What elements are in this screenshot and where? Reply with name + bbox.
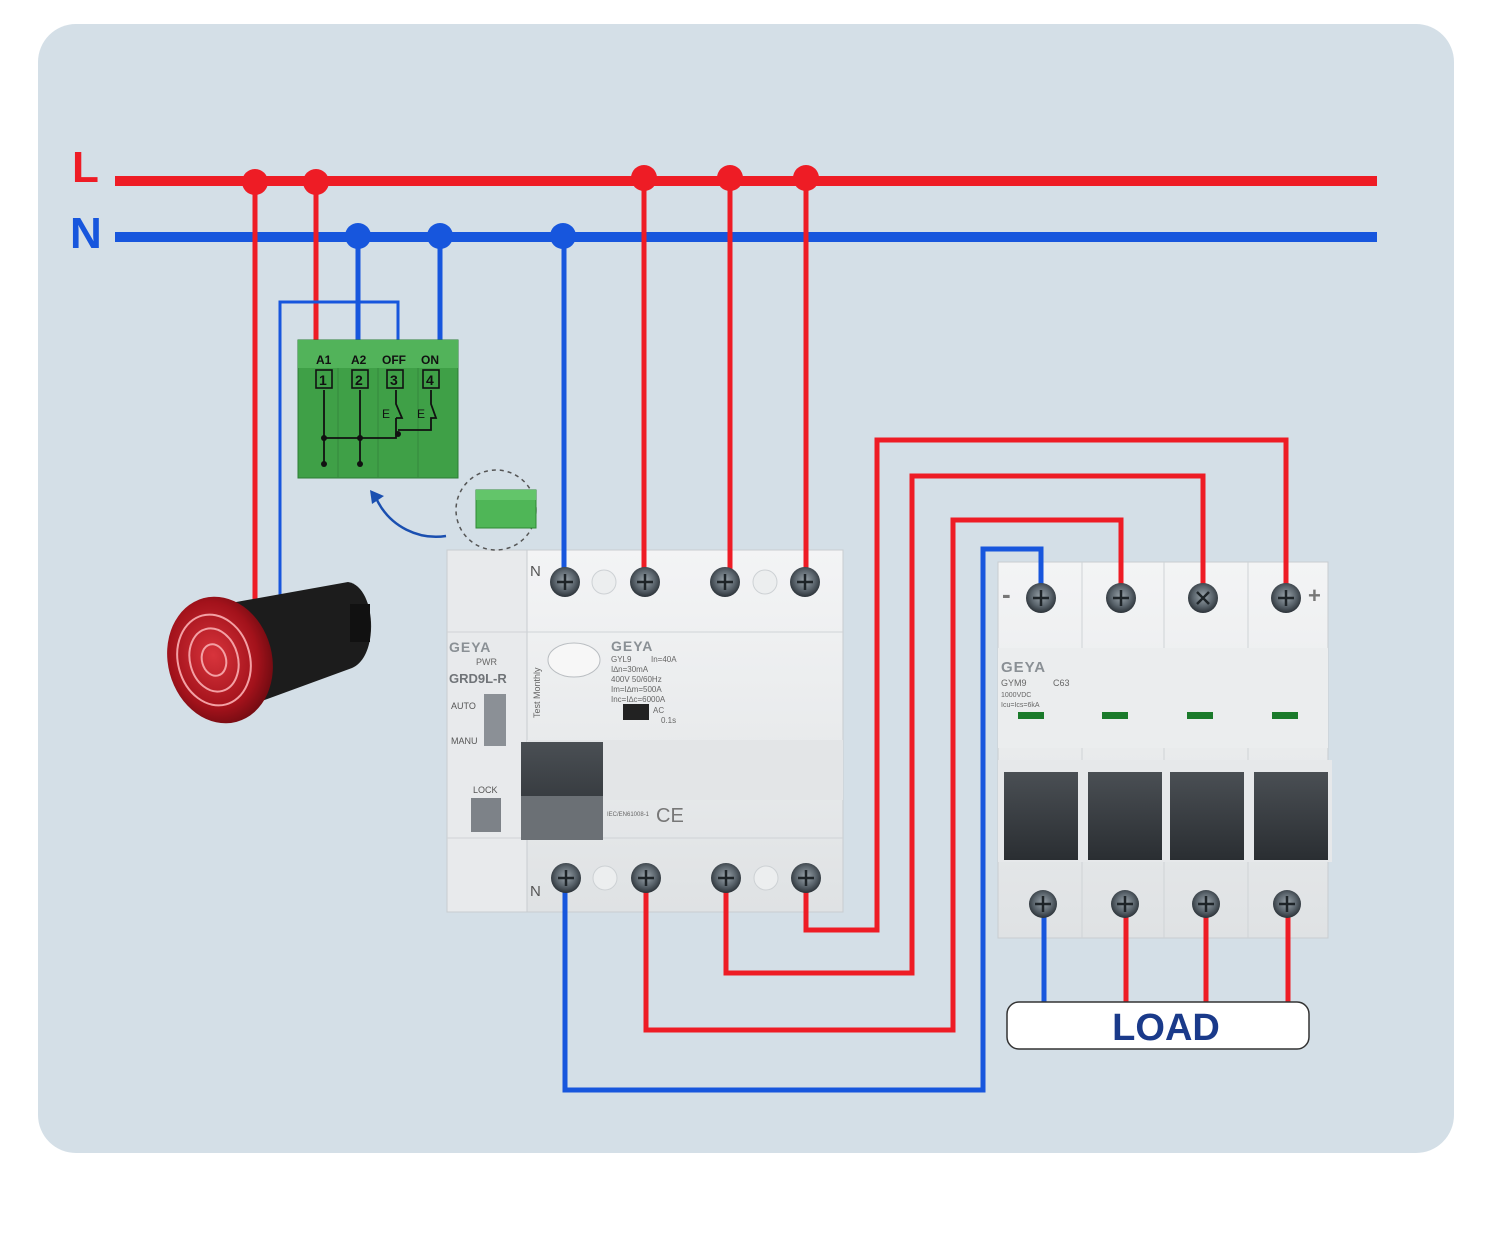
rcd-auto-label: AUTO (451, 701, 476, 711)
mcb-handle-4[interactable] (1254, 772, 1328, 860)
load-box (1006, 1001, 1310, 1050)
rcd-manu-label: MANU (451, 736, 478, 746)
rcd-spec-0: GYL9 (611, 655, 632, 664)
rcd-time-label: 0.1s (661, 716, 676, 725)
connector-plug (455, 469, 537, 551)
rcd-n-bottom-label: N (530, 883, 541, 900)
screw-terminal-icon (551, 863, 581, 893)
screw-terminal-icon (1188, 583, 1218, 613)
n-junction (550, 223, 576, 249)
test-button[interactable] (547, 642, 601, 678)
mcb-bottom-terminals (1029, 890, 1301, 918)
mcb-voltage: 1000VDC (1001, 692, 1031, 699)
buzzer-icon (167, 582, 372, 724)
rcd-bottom-terminals (551, 863, 821, 893)
rcd-rating: In=40A (651, 655, 677, 664)
screw-terminal-icon (791, 863, 821, 893)
mcb-handle-2[interactable] (1088, 772, 1162, 860)
svg-text:E: E (382, 407, 390, 421)
relay-terminal-a1: A1 (316, 353, 332, 367)
rcd-model: GRD9L-R (449, 671, 507, 686)
relay-terminal-on: ON (421, 353, 439, 367)
n-junction (345, 223, 371, 249)
rcd-test-label: Test Monthly (532, 667, 542, 718)
curved-arrow-head (370, 490, 384, 504)
mcb-rating: C63 (1053, 678, 1070, 688)
curved-arrow-icon (374, 497, 447, 538)
screw-terminal-icon (631, 863, 661, 893)
l-junction (303, 169, 329, 195)
l-junctions (242, 165, 819, 195)
screw-terminal-icon (1106, 583, 1136, 613)
mcb-brand: GEYA (1001, 659, 1046, 676)
screw-terminal-icon (1026, 583, 1056, 613)
n-junctions (345, 223, 576, 249)
relay-terminal-a2: A2 (351, 353, 367, 367)
l-junction (631, 165, 657, 191)
relay-number-3: 3 (390, 372, 398, 388)
rcd-ac-label: AC (653, 706, 664, 715)
rcd-top-terminals (550, 567, 820, 597)
relay-number-1: 1 (319, 372, 327, 388)
l-junction (793, 165, 819, 191)
load-label: LOAD (1112, 1007, 1220, 1049)
rcd-n-top-label: N (530, 563, 541, 580)
mcb-device: GEYA GYM9 C63 1000VDC Icu=Ics=6kA - + (997, 561, 1332, 939)
live-wires (252, 181, 1291, 1033)
rcd-pwr-label: PWR (476, 657, 497, 667)
screw-terminal-icon (1192, 890, 1220, 918)
mcb-top-terminals (1026, 583, 1301, 613)
l-junction (717, 165, 743, 191)
relay-module: A1 A2 OFF ON 1 2 3 4 E E (297, 339, 459, 479)
screw-terminal-icon (1111, 890, 1139, 918)
l-junction (242, 169, 268, 195)
mcb-minus-label: - (1002, 579, 1011, 609)
rcd-brand-2: GEYA (611, 638, 653, 654)
rcd-device: GEYA PWR GRD9L-R AUTO MANU LOCK Test Mon… (446, 549, 844, 913)
screw-terminal-icon (711, 863, 741, 893)
neutral-wires (278, 237, 1047, 1093)
l-bus-label: L (72, 143, 99, 192)
screw-terminal-icon (1029, 890, 1057, 918)
relay-number-2: 2 (355, 372, 363, 388)
svg-text:E: E (417, 407, 425, 421)
rcd-spec-4: Inc=I∆c=6000A (611, 695, 666, 704)
screw-terminal-icon (1271, 583, 1301, 613)
screw-terminal-icon (790, 567, 820, 597)
n-junction (427, 223, 453, 249)
status-window (623, 704, 649, 720)
screw-terminal-icon (550, 567, 580, 597)
screw-terminal-icon (710, 567, 740, 597)
rcd-ce-mark: CE (656, 805, 684, 827)
mcb-model: GYM9 (1001, 678, 1027, 688)
mcb-plus-label: + (1308, 583, 1321, 608)
relay-number-4: 4 (426, 372, 434, 388)
rcd-brand: GEYA (449, 639, 491, 655)
rcd-lock-label: LOCK (473, 785, 498, 795)
mcb-handle-3[interactable] (1170, 772, 1244, 860)
rcd-spec-2: 400V 50/60Hz (611, 675, 662, 684)
rcd-spec-1: I∆n=30mA (611, 665, 649, 674)
n-bus-label: N (70, 209, 102, 258)
relay-terminal-off: OFF (382, 353, 406, 367)
rcd-spec-3: Im=I∆m=500A (611, 685, 662, 694)
mcb-handle-1[interactable] (1004, 772, 1078, 860)
screw-terminal-icon (630, 567, 660, 597)
mcb-breaking: Icu=Ics=6kA (1001, 702, 1040, 709)
screw-terminal-icon (1273, 890, 1301, 918)
rcd-standard: IEC/EN61008-1 (607, 812, 650, 818)
